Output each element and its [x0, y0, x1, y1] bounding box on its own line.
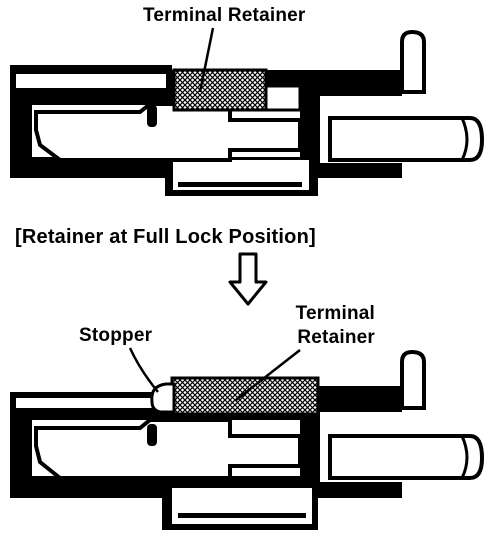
terminal-retainer-top	[172, 68, 268, 112]
lower-window-bar-bottom	[178, 513, 306, 518]
pin-slot-bottom	[147, 424, 157, 446]
rear-latch-bottom	[400, 349, 426, 410]
label-terminal-retainer-top: Terminal Retainer	[143, 5, 306, 26]
terminal-pin-bottom	[34, 418, 302, 480]
retainer-arm-top	[264, 84, 302, 112]
terminal-pin-top	[34, 102, 302, 162]
wire-end-bottom	[460, 435, 469, 479]
pin-tip-bottom	[14, 430, 30, 468]
housing-bottom-inner	[16, 398, 156, 408]
lower-window-bottom	[172, 488, 312, 524]
connector-bottom	[10, 347, 485, 530]
wire-end-top	[460, 117, 469, 161]
lower-window-bar-top	[178, 182, 302, 187]
rear-latch-top	[400, 29, 426, 94]
leader-top-retainer	[198, 27, 215, 93]
wire-top	[328, 116, 485, 162]
pin-slot-top	[147, 105, 157, 127]
housing-top-inner	[16, 74, 166, 88]
pin-tip-top	[14, 112, 30, 150]
label-terminal-retainer-bottom-line1: Terminal	[295, 303, 375, 324]
label-stopper: Stopper	[79, 325, 153, 346]
leader-bottom-retainer	[235, 349, 301, 401]
caption-full-lock-position: [Retainer at Full Lock Position]	[15, 226, 316, 248]
connector-top	[10, 27, 485, 196]
down-arrow-icon	[228, 252, 268, 306]
wire-bottom	[328, 434, 485, 480]
leader-stopper	[128, 347, 159, 393]
label-terminal-retainer-bottom-line2: Retainer	[297, 327, 375, 348]
terminal-retainer-bottom	[170, 376, 320, 416]
